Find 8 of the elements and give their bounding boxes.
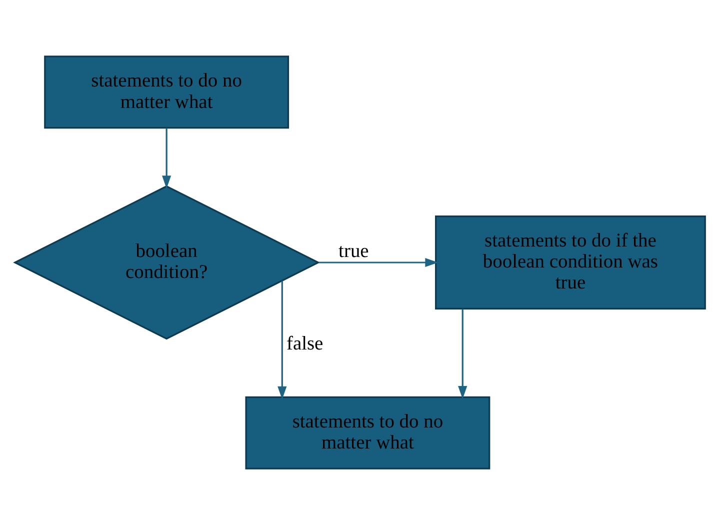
node-box: statements to do no matter what: [245, 396, 490, 470]
edge-label: true: [338, 240, 369, 262]
node-box: statements to do if the boolean condition was true: [435, 215, 706, 310]
arrow: [458, 309, 468, 400]
arrow: [162, 128, 172, 189]
arrow: [278, 280, 287, 400]
arrow: [318, 258, 438, 268]
node-box: statements to do no matter what: [44, 56, 290, 129]
